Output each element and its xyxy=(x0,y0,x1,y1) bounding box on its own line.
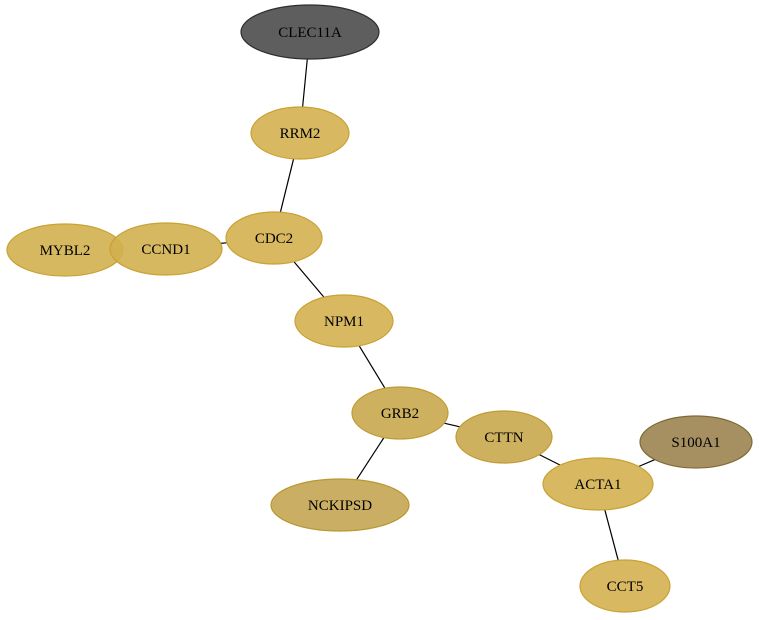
node-acta1[interactable]: ACTA1 xyxy=(542,457,654,511)
node-label: ACTA1 xyxy=(574,477,621,493)
edge-rrm2-cdc2 xyxy=(279,158,295,213)
node-label: CDC2 xyxy=(255,231,293,247)
node-grb2[interactable]: GRB2 xyxy=(351,386,449,440)
node-label: NPM1 xyxy=(324,314,364,330)
node-label: GRB2 xyxy=(381,406,419,422)
node-rrm2[interactable]: RRM2 xyxy=(250,106,350,160)
node-ellipse xyxy=(351,386,449,440)
edge-cdc2-npm1 xyxy=(293,261,325,298)
node-ellipse xyxy=(240,4,380,60)
node-ellipse xyxy=(455,410,553,464)
node-label: S100A1 xyxy=(671,435,720,451)
node-cttn[interactable]: CTTN xyxy=(455,410,553,464)
edge-clec11a-rrm2 xyxy=(302,58,308,108)
node-mybl2[interactable]: MYBL2 xyxy=(6,223,124,277)
node-ellipse xyxy=(250,106,350,160)
edge-cdc2-ccnd1 xyxy=(220,242,227,244)
node-nckipsd[interactable]: NCKIPSD xyxy=(270,478,410,532)
edge-npm1-grb2 xyxy=(358,345,386,389)
node-cdc2[interactable]: CDC2 xyxy=(225,211,323,265)
node-label: CCT5 xyxy=(607,579,644,595)
node-ellipse xyxy=(542,457,654,511)
node-label: RRM2 xyxy=(280,126,321,142)
edge-grb2-cttn xyxy=(444,422,460,428)
edges-layer xyxy=(109,58,656,561)
node-label: NCKIPSD xyxy=(308,498,372,514)
node-clec11a[interactable]: CLEC11A xyxy=(240,4,380,60)
node-ccnd1[interactable]: CCND1 xyxy=(109,222,223,276)
node-label: MYBL2 xyxy=(40,243,91,259)
edge-acta1-s100a1 xyxy=(638,459,656,468)
node-npm1[interactable]: NPM1 xyxy=(294,294,394,348)
node-ellipse xyxy=(579,559,671,613)
node-ellipse xyxy=(109,222,223,276)
edge-cttn-acta1 xyxy=(539,454,561,466)
node-s100a1[interactable]: S100A1 xyxy=(639,415,753,469)
node-cct5[interactable]: CCT5 xyxy=(579,559,671,613)
node-label: CLEC11A xyxy=(278,25,342,41)
node-ellipse xyxy=(270,478,410,532)
node-label: CCND1 xyxy=(141,242,190,258)
edge-acta1-cct5 xyxy=(604,509,619,561)
edge-grb2-nckipsd xyxy=(355,437,385,481)
node-ellipse xyxy=(639,415,753,469)
node-ellipse xyxy=(294,294,394,348)
node-ellipse xyxy=(225,211,323,265)
node-label: CTTN xyxy=(484,430,523,446)
